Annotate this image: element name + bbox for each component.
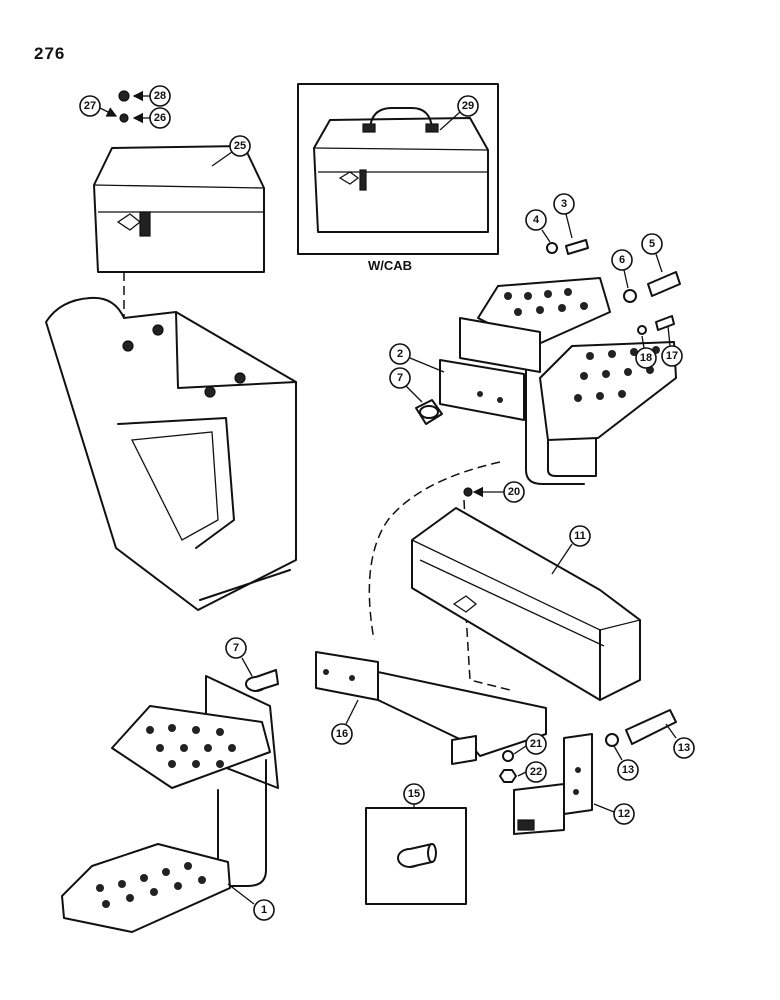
- callout-21: 21: [513, 733, 547, 755]
- callout-4: 4: [525, 209, 551, 243]
- callout-28: 28: [132, 85, 171, 107]
- svg-text:15: 15: [408, 788, 420, 800]
- callout-3: 3: [553, 193, 575, 239]
- inset-box: W/CAB: [297, 83, 499, 273]
- svg-text:11: 11: [574, 530, 586, 542]
- svg-text:28: 28: [154, 90, 166, 102]
- svg-text:12: 12: [618, 808, 630, 820]
- callout-15: 15: [403, 783, 425, 808]
- spacer-inset-15: [365, 807, 467, 905]
- svg-text:5: 5: [649, 238, 655, 250]
- callout-26: 26: [132, 107, 171, 129]
- svg-text:1: 1: [261, 904, 267, 916]
- svg-text:25: 25: [234, 140, 246, 152]
- page-number: 276: [34, 44, 66, 63]
- svg-text:20: 20: [508, 486, 520, 498]
- tank-housing: [45, 296, 297, 611]
- callout-6: 6: [611, 249, 633, 289]
- svg-text:18: 18: [640, 352, 652, 364]
- callout-17: 17: [661, 325, 683, 367]
- toolbox-long-part-11: [411, 487, 641, 701]
- callout-22: 22: [517, 761, 547, 783]
- callout-25: 25: [211, 135, 251, 167]
- callout-16: 16: [331, 699, 359, 745]
- callout-29: 29: [439, 95, 479, 131]
- svg-text:4: 4: [533, 214, 540, 226]
- callout-2: 2: [389, 343, 445, 373]
- toolbox-part-25: [93, 90, 265, 273]
- callout-27: 27: [79, 95, 118, 117]
- bracket-part-16: [315, 651, 547, 765]
- lower-step-assembly: [61, 675, 279, 933]
- bracket-part-12: [513, 733, 593, 835]
- svg-text:22: 22: [530, 766, 542, 778]
- upper-step-assembly: [415, 277, 677, 485]
- svg-text:2: 2: [397, 348, 403, 360]
- callout-7-upper: 7: [389, 367, 423, 403]
- svg-text:6: 6: [619, 254, 625, 266]
- callout-7-lower: 7: [225, 637, 253, 677]
- callout-13: 13: [665, 723, 695, 759]
- svg-text:17: 17: [666, 350, 678, 362]
- callout-11: 11: [551, 525, 591, 575]
- svg-text:26: 26: [154, 112, 166, 124]
- toolbox-with-handle-part-29: [313, 107, 489, 233]
- svg-text:3: 3: [561, 198, 567, 210]
- callout-12: 12: [593, 803, 635, 825]
- callout-14: 13: [613, 745, 639, 781]
- svg-text:7: 7: [397, 372, 403, 384]
- svg-text:13: 13: [622, 764, 634, 776]
- svg-text:13: 13: [678, 742, 690, 754]
- callout-5: 5: [641, 233, 663, 273]
- svg-text:7: 7: [233, 642, 239, 654]
- inset-caption: W/CAB: [368, 258, 412, 273]
- svg-text:16: 16: [336, 728, 348, 740]
- callout-20: 20: [472, 481, 525, 503]
- callout-18: 18: [635, 335, 657, 369]
- svg-text:21: 21: [530, 738, 542, 750]
- upper-hardware: [546, 239, 681, 335]
- svg-text:29: 29: [462, 100, 474, 112]
- callout-1: 1: [227, 883, 275, 921]
- svg-text:27: 27: [84, 100, 96, 112]
